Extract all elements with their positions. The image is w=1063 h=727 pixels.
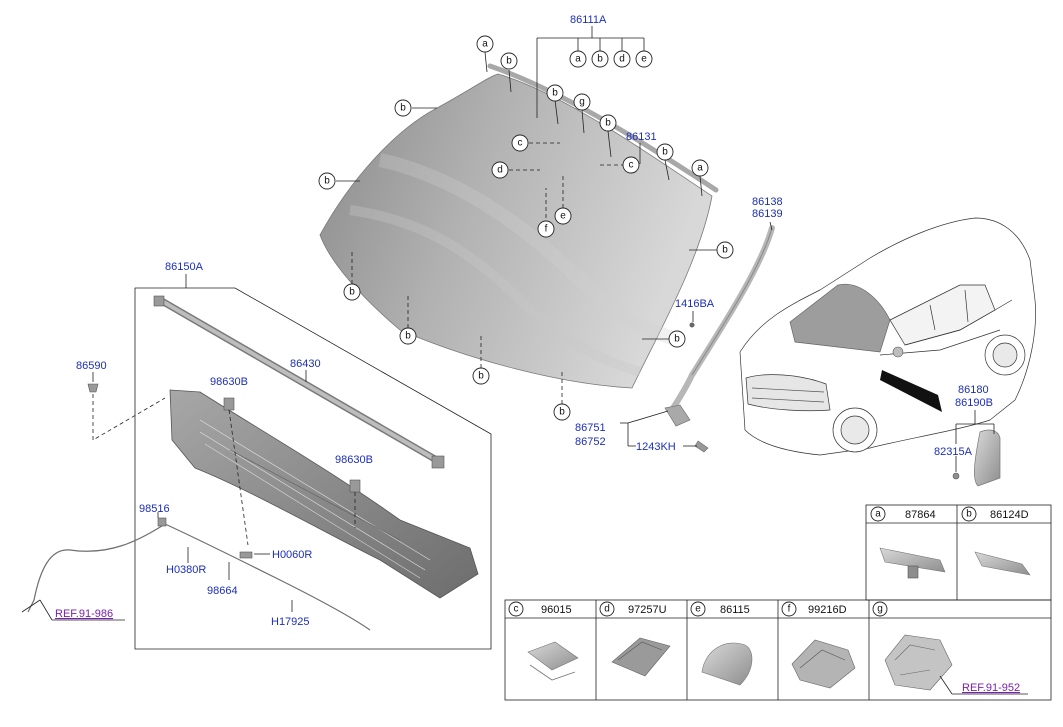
svg-text:a: a xyxy=(575,54,581,65)
pillar-molding xyxy=(664,225,775,453)
windshield-top-molding xyxy=(487,63,719,193)
svg-text:f: f xyxy=(788,604,791,615)
svg-text:99216D: 99216D xyxy=(808,604,847,616)
svg-text:b: b xyxy=(506,56,512,67)
svg-text:b: b xyxy=(400,103,406,114)
windshield-glass xyxy=(319,73,713,389)
washer-hose xyxy=(27,517,371,631)
svg-text:e: e xyxy=(560,211,566,222)
svg-text:b: b xyxy=(966,509,972,520)
label-H0060R: H0060R xyxy=(272,549,312,561)
label-86111A: 86111A xyxy=(570,14,607,26)
svg-text:b: b xyxy=(597,54,603,65)
parts-legend-table xyxy=(504,504,1052,701)
svg-text:a: a xyxy=(482,39,488,50)
svg-text:b: b xyxy=(478,371,484,382)
label-86131: 86131 xyxy=(626,131,657,143)
svg-text:d: d xyxy=(497,165,503,176)
svg-text:86124D: 86124D xyxy=(990,509,1029,521)
label-H17925: H17925 xyxy=(271,616,310,628)
svg-text:b: b xyxy=(605,118,611,129)
svg-text:87864: 87864 xyxy=(905,509,936,521)
label-1243KH: 1243KH xyxy=(636,441,676,453)
label-98630B-left: 98630B xyxy=(210,376,248,388)
table-cell-b: b 86124D xyxy=(961,506,1031,576)
windshield-leaders xyxy=(336,26,717,404)
label-86138: 86138 xyxy=(752,196,783,208)
cowl-seal-strip xyxy=(153,295,445,469)
svg-text:b: b xyxy=(559,407,565,418)
label-86150A: 86150A xyxy=(165,261,204,273)
label-1416BA: 1416BA xyxy=(675,298,715,310)
svg-text:97257U: 97257U xyxy=(628,604,667,616)
label-86190B: 86190B xyxy=(955,397,993,409)
label-98630B-right: 98630B xyxy=(335,454,373,466)
label-86751: 86751 xyxy=(575,422,606,434)
label-86590: 86590 xyxy=(76,360,107,372)
grommet-86590 xyxy=(87,383,99,393)
pointer-arrow xyxy=(880,370,942,412)
svg-text:b: b xyxy=(349,287,355,298)
svg-text:c: c xyxy=(629,160,634,171)
label-86752: 86752 xyxy=(575,436,606,448)
svg-text:d: d xyxy=(619,54,625,65)
svg-text:b: b xyxy=(674,334,680,345)
mirror-cover xyxy=(892,346,904,358)
label-86139: 86139 xyxy=(752,208,783,220)
vehicle-illustration xyxy=(739,217,1036,456)
windshield-callouts: a b b b g b b a c d c f e b b b b b b b … xyxy=(318,35,734,421)
table-cell-a: a 87864 xyxy=(870,506,946,579)
label-H0380R: H0380R xyxy=(166,564,206,576)
table-cell-f: f 99216D xyxy=(781,601,856,689)
svg-text:86115: 86115 xyxy=(720,604,750,616)
table-cell-e: e 86115 xyxy=(690,601,753,686)
svg-text:c: c xyxy=(518,138,523,149)
label-86180: 86180 xyxy=(958,384,989,396)
svg-text:e: e xyxy=(695,604,701,615)
svg-text:f: f xyxy=(545,224,548,235)
svg-text:c: c xyxy=(514,604,519,615)
svg-text:e: e xyxy=(641,54,647,65)
svg-text:g: g xyxy=(579,97,585,108)
svg-text:g: g xyxy=(877,604,883,615)
label-86430: 86430 xyxy=(290,358,321,370)
ref-91-986[interactable]: REF.91-986 xyxy=(55,608,113,620)
svg-text:b: b xyxy=(552,88,558,99)
table-cell-c: c 96015 xyxy=(508,601,579,681)
table-cell-d: d 97257U xyxy=(599,601,671,677)
svg-text:a: a xyxy=(875,509,881,520)
cowl-top-cover xyxy=(169,389,479,599)
svg-text:d: d xyxy=(604,604,610,615)
label-98664: 98664 xyxy=(207,585,238,597)
svg-text:96015: 96015 xyxy=(541,604,572,616)
svg-text:b: b xyxy=(722,245,728,256)
label-82315A: 82315A xyxy=(934,446,973,458)
cowl-group-frame xyxy=(134,287,492,650)
svg-text:a: a xyxy=(697,163,703,174)
svg-text:b: b xyxy=(662,147,668,158)
svg-text:b: b xyxy=(405,331,411,342)
table-cell-g: g xyxy=(872,601,953,691)
ref-91-952[interactable]: REF.91-952 xyxy=(962,682,1020,694)
svg-text:b: b xyxy=(324,176,330,187)
label-98516: 98516 xyxy=(139,503,170,515)
mirror-cover-part xyxy=(952,429,1001,487)
